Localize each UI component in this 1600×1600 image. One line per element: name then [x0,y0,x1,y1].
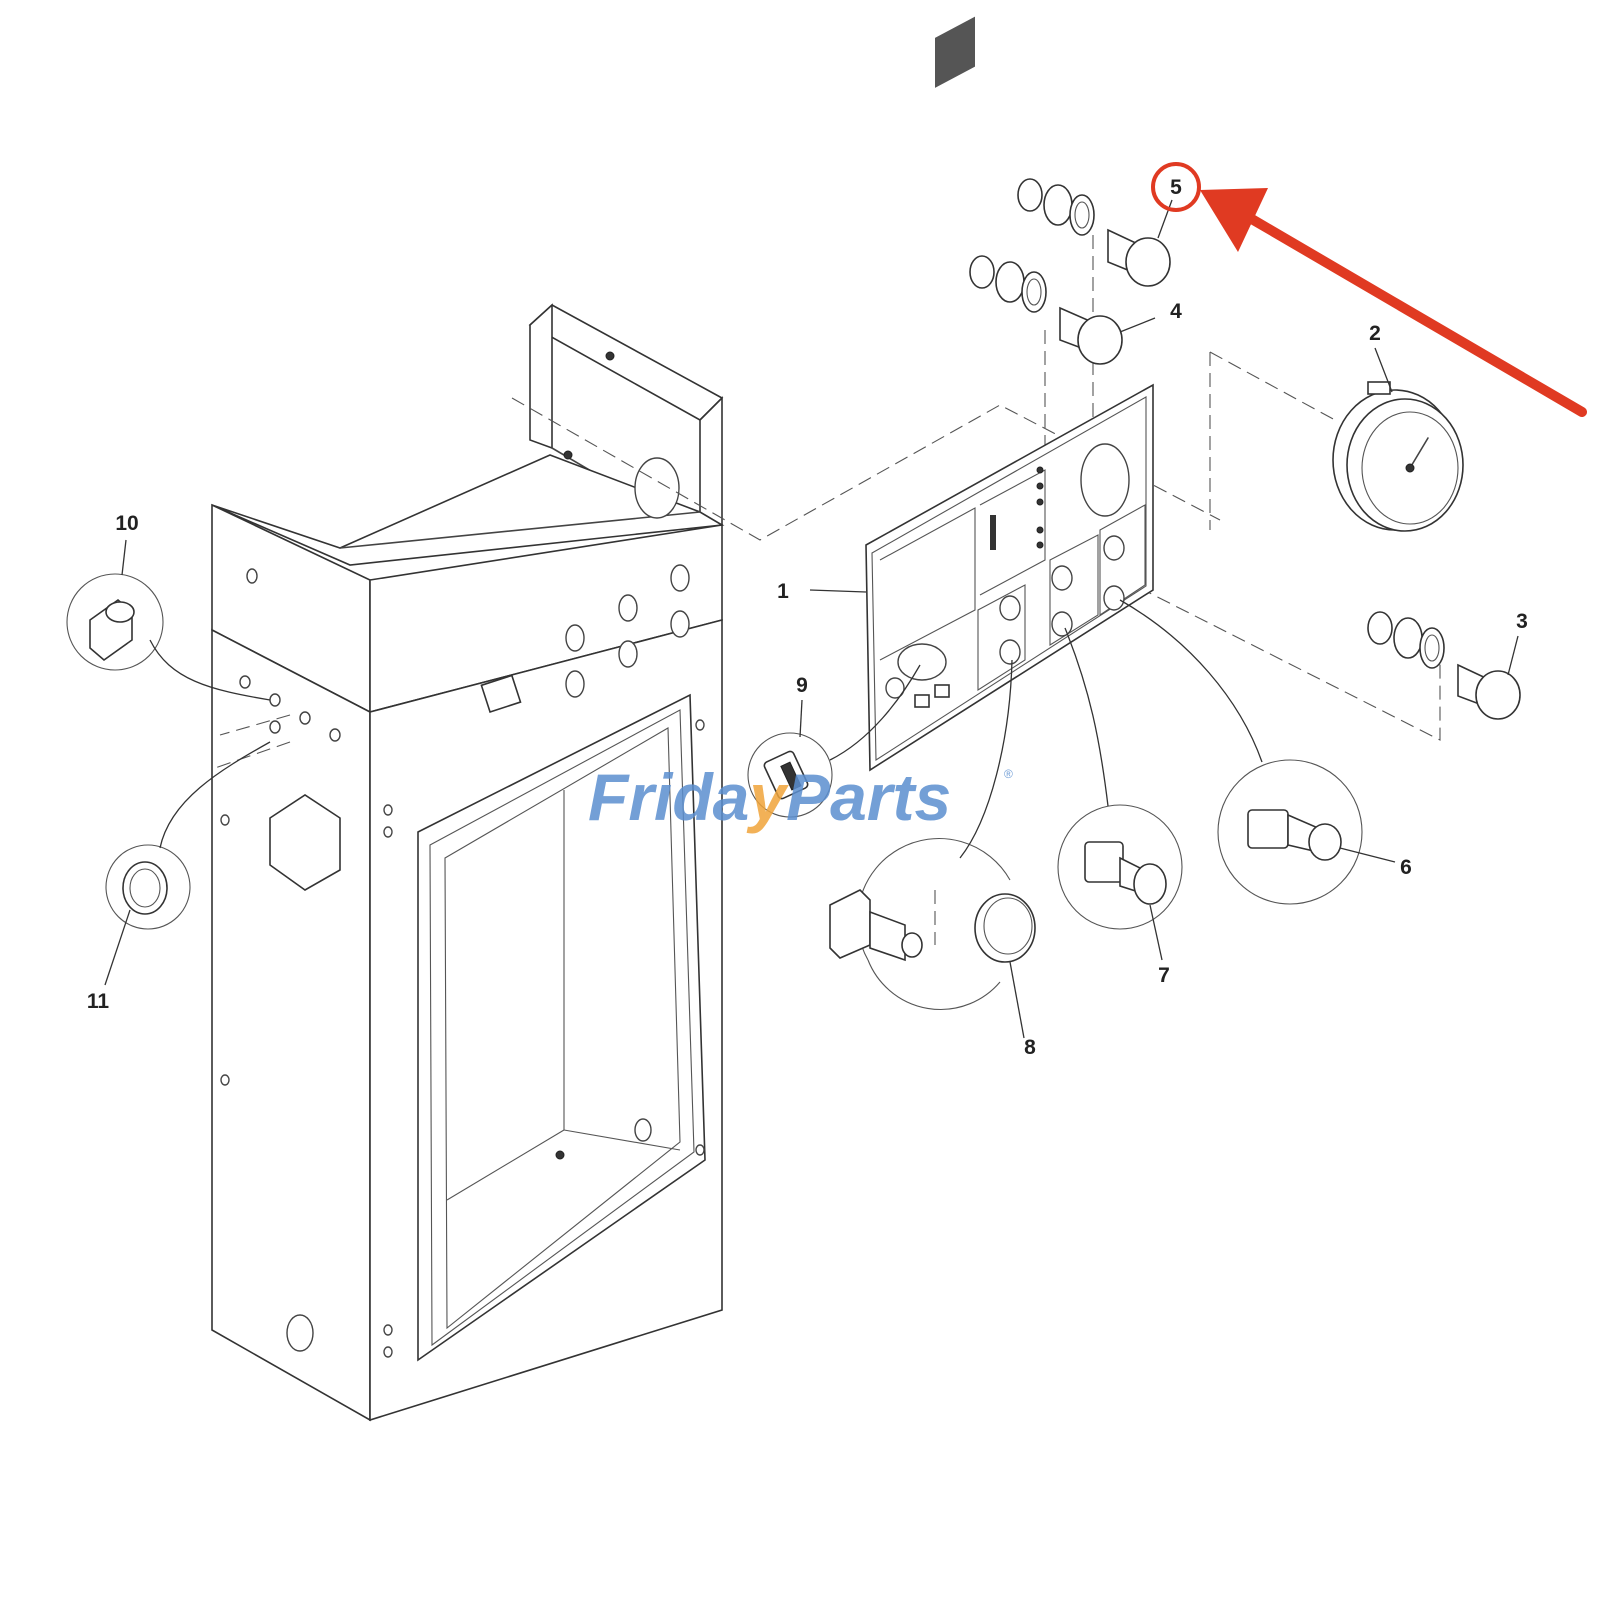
callout-8: 8 [1024,1036,1036,1059]
gauge-cutout [1080,443,1130,517]
push-button-icon [1367,611,1521,720]
selector-switch-icon [1057,627,1183,930]
callout-4: 4 [1170,300,1182,323]
callout-5: 5 [1170,176,1182,199]
cable-gland-icon [66,573,271,701]
svg-text:FridayParts: FridayParts [588,760,951,834]
control-panel-plate [865,383,1154,772]
watermark-text-left: Frida [588,760,749,834]
cabinet-top-back-edge [528,304,724,421]
watermark-logo: FridayParts ® [588,760,1013,834]
callout-10: 10 [115,512,138,535]
callout-2: 2 [1369,322,1381,345]
pressure-gauge-icon [1332,381,1464,532]
hole-plug-icon [105,741,271,930]
highlight-ring [1151,162,1201,212]
control-panel-icon [865,16,1154,772]
push-button-icon [969,255,1123,365]
callout-leaders [104,199,1519,1039]
cabinet-left-side [211,628,371,1422]
push-button-icon [829,659,1036,1010]
highlight-arrow-icon [1200,188,1587,417]
selector-switch-icon [1119,599,1363,905]
selector-switch-icon [747,664,921,818]
callout-9: 9 [796,674,808,697]
connector-cutout [897,643,947,681]
callout-7: 7 [1158,964,1170,987]
callout-11: 11 [87,990,110,1013]
callout-6: 6 [1400,856,1412,879]
callout-1: 1 [777,580,789,603]
cabinet-door-frame [417,693,706,1362]
watermark-text-accent: y [746,760,789,834]
enclosure-cabinet-icon [211,303,725,1422]
watermark-text-right: Parts [786,760,951,834]
callout-3: 3 [1516,610,1528,633]
cabinet-latch-bracket [269,794,341,891]
cabinet-top-left-post [529,303,553,450]
watermark-trademark: ® [1004,767,1013,781]
push-button-icon [1017,178,1171,287]
